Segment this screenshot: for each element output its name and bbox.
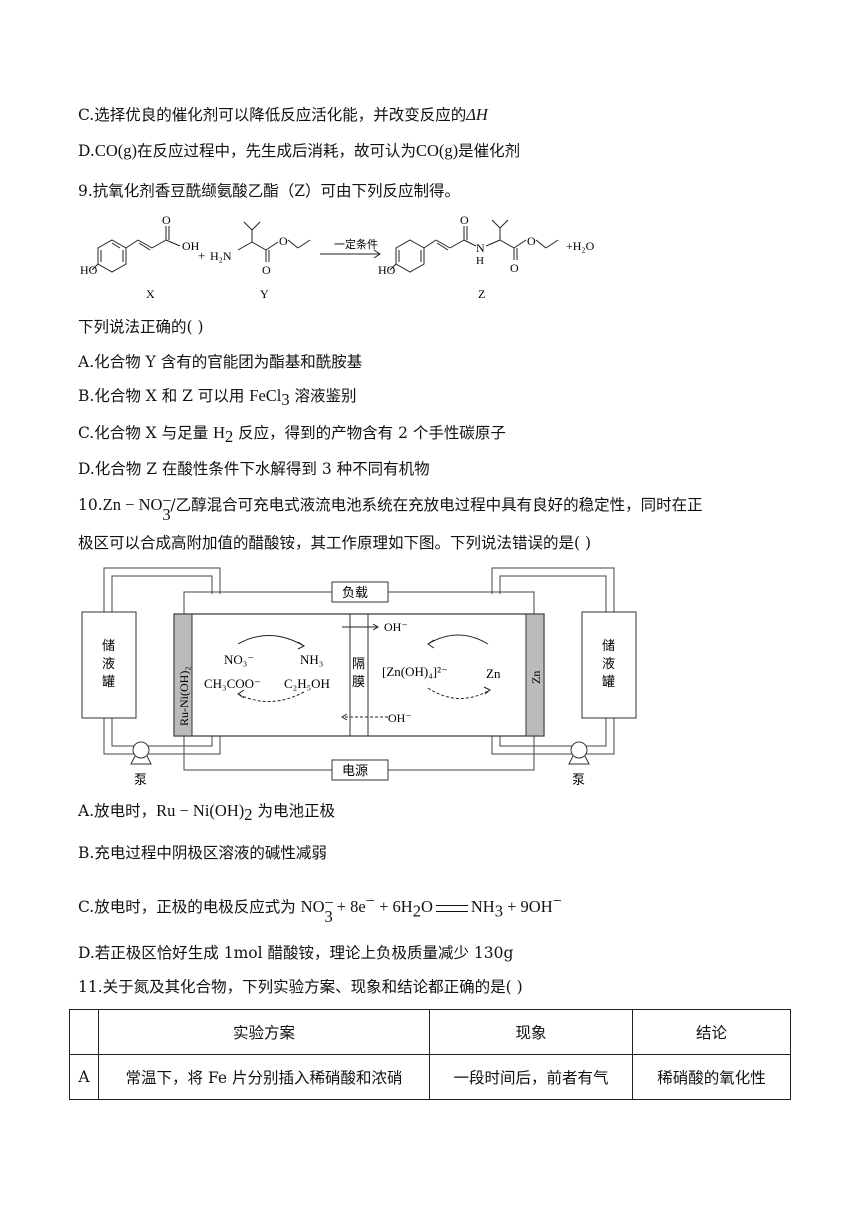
table-cell: 稀硝酸的氧化性 — [632, 1054, 791, 1100]
electrode-left-label: Ru-Ni(OH)₂ — [177, 666, 191, 726]
battery-diagram: 负载 电源 储 液 罐 储 液 罐 泵 泵 Ru-Ni(OH)₂ Zn 隔 膜 … — [81, 567, 637, 787]
svg-text:NH₃: NH₃ — [300, 652, 323, 667]
q9-option-d: D.化合物 Z 在酸性条件下水解得到 3 种不同有机物 — [78, 460, 430, 478]
label-z: Z — [478, 287, 485, 301]
table-row: A 常温下，将 Fe 片分别插入稀硝酸和浓硝 一段时间后，前者有气 稀硝酸的氧化… — [69, 1054, 791, 1100]
q10-stem-line1: 10.Zn − NO−3/乙醇混合可充电式液流电池系统在充放电过程中具有良好的稳… — [78, 491, 703, 524]
svg-text:隔: 隔 — [352, 656, 365, 671]
svg-text:液: 液 — [102, 656, 115, 671]
table-cell: 一段时间后，前者有气 — [429, 1054, 633, 1100]
label-x: X — [146, 287, 155, 301]
svg-text:O: O — [510, 261, 519, 275]
svg-text:H: H — [476, 255, 484, 267]
svg-text:储: 储 — [602, 638, 615, 653]
svg-text:N: N — [476, 241, 485, 255]
table-cell: 常温下，将 Fe 片分别插入稀硝酸和浓硝 — [98, 1054, 430, 1100]
svg-text:罐: 罐 — [602, 674, 615, 689]
svg-text:OH: OH — [182, 239, 200, 253]
svg-text:[Zn(OH)₄]²⁻: [Zn(OH)₄]²⁻ — [382, 664, 448, 679]
table-header-cell: 实验方案 — [98, 1009, 430, 1055]
svg-text:C₂H₅OH: C₂H₅OH — [284, 676, 330, 691]
svg-text:CH₃COO⁻: CH₃COO⁻ — [204, 676, 261, 691]
svg-text:H₂N: H₂N — [210, 249, 232, 263]
pump-left-label: 泵 — [134, 772, 147, 787]
q9-stem: 9.抗氧化剂香豆酰缬氨酸乙酯（Z）可由下列反应制得。 — [78, 182, 461, 200]
label-y: Y — [260, 287, 269, 301]
q8-option-c: C.选择优良的催化剂可以降低反应活化能，并改变反应的ΔH — [78, 105, 488, 124]
table-header-cell — [69, 1009, 99, 1055]
load-label: 负载 — [342, 585, 368, 600]
equals-sign — [435, 904, 468, 912]
svg-text:NO₃⁻: NO₃⁻ — [224, 652, 254, 667]
svg-text:+: + — [198, 248, 205, 263]
svg-text:O: O — [279, 234, 288, 248]
q11-table: 实验方案 现象 结论 A 常温下，将 Fe 片分别插入稀硝酸和浓硝 一段时间后，… — [69, 1009, 791, 1100]
svg-text:OH⁻: OH⁻ — [384, 620, 408, 634]
svg-text:O: O — [460, 213, 469, 227]
svg-text:HO: HO — [378, 263, 396, 277]
q9-option-b: B.化合物 X 和 Z 可以用 FeCl3 溶液鉴别 — [78, 386, 357, 410]
svg-text:罐: 罐 — [102, 674, 115, 689]
reaction-scheme: HO O OH + H₂N O O 一定条件 HO O N H O O +H₂O… — [80, 213, 595, 301]
q9-option-a: A.化合物 Y 含有的官能团为酯基和酰胺基 — [78, 353, 363, 371]
q11-stem: 11.关于氮及其化合物，下列实验方案、现象和结论都正确的是( ) — [78, 978, 523, 996]
svg-text:液: 液 — [602, 656, 615, 671]
q8-option-d: D.CO(g)在反应过程中，先生成后消耗，故可认为CO(g)是催化剂 — [78, 141, 521, 160]
svg-text:O: O — [527, 234, 536, 248]
table-cell: A — [69, 1054, 99, 1100]
table-header-cell: 结论 — [632, 1009, 791, 1055]
q10-option-a: A.放电时，Ru − Ni(OH)2 为电池正极 — [78, 801, 335, 825]
svg-text:O: O — [162, 213, 171, 227]
svg-text:+H₂O: +H₂O — [566, 239, 595, 253]
svg-text:储: 储 — [102, 638, 115, 653]
reaction-condition: 一定条件 — [334, 237, 378, 251]
table-header-cell: 现象 — [429, 1009, 633, 1055]
svg-text:膜: 膜 — [352, 674, 365, 689]
svg-text:OH⁻: OH⁻ — [388, 711, 412, 725]
svg-text:Zn: Zn — [486, 666, 501, 681]
electrode-right-label: Zn — [529, 671, 543, 684]
pump-right-label: 泵 — [572, 772, 585, 787]
q9-question: 下列说法正确的( ) — [78, 318, 204, 336]
q10-option-d: D.若正极区恰好生成 1mol 醋酸铵，理论上负极质量减少 130g — [78, 944, 514, 962]
x-ho: HO — [80, 263, 98, 277]
delta-h: ΔH — [466, 105, 488, 124]
q10-stem-line2: 极区可以合成高附加值的醋酸铵，其工作原理如下图。下列说法错误的是( ) — [78, 534, 592, 552]
svg-text:O: O — [262, 263, 271, 277]
q10-option-b: B.充电过程中阴极区溶液的碱性减弱 — [78, 844, 327, 862]
q9-option-c: C.化合物 X 与足量 H2 反应，得到的产物含有 2 个手性碳原子 — [78, 423, 506, 447]
power-label: 电源 — [342, 763, 368, 778]
table-header-row: 实验方案 现象 结论 — [69, 1009, 791, 1055]
